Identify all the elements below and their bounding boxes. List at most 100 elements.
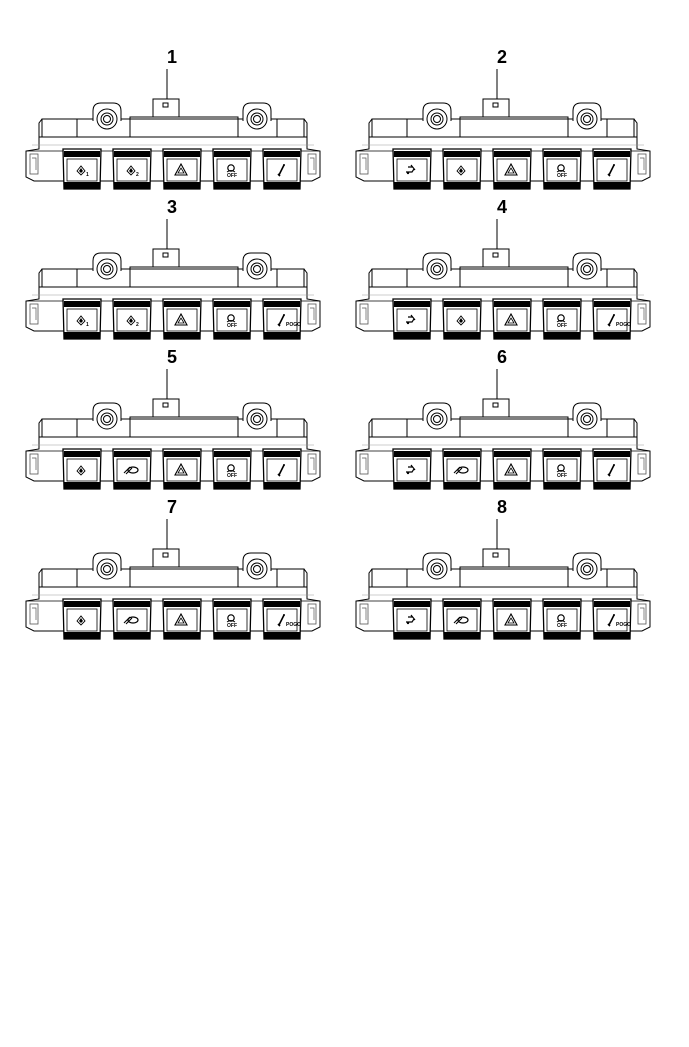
traction-control-off-icon <box>226 464 236 473</box>
pogo-icon <box>277 314 285 327</box>
washer-icon <box>406 614 416 625</box>
pogo-icon <box>277 464 285 477</box>
switch-button <box>162 598 202 640</box>
switch-panel-drawing <box>355 519 651 640</box>
side-latch <box>637 153 647 175</box>
switch-button <box>212 148 252 190</box>
connector-tab <box>152 98 180 118</box>
traction-control-off-icon <box>226 164 236 173</box>
button-label: 2 <box>136 322 139 328</box>
pogo-icon <box>607 314 615 327</box>
side-latch <box>359 453 369 475</box>
side-latch <box>637 453 647 475</box>
washer-icon <box>406 314 416 325</box>
connector-tab <box>482 98 510 118</box>
mounting-boss <box>242 402 272 430</box>
switch-button <box>62 598 102 640</box>
work-light-icon <box>126 315 136 326</box>
button-label: OFF <box>557 173 567 179</box>
connector-tab <box>152 548 180 568</box>
switch-button <box>592 598 632 640</box>
connector-tab <box>152 398 180 418</box>
button-label: OFF <box>557 473 567 479</box>
pogo-icon <box>277 614 285 627</box>
mounting-boss <box>92 102 122 130</box>
side-latch <box>29 153 39 175</box>
switch-button <box>592 448 632 490</box>
side-latch <box>359 603 369 625</box>
panel-number: 7 <box>166 497 177 517</box>
switch-panel-drawing <box>355 369 651 490</box>
switch-button <box>392 448 432 490</box>
switch-button <box>162 448 202 490</box>
switch-button <box>62 448 102 490</box>
connector-tab <box>482 548 510 568</box>
button-label: OFF <box>227 623 237 629</box>
switch-button <box>162 148 202 190</box>
switch-button <box>392 598 432 640</box>
traction-control-off-icon <box>556 614 566 623</box>
switch-button <box>62 148 102 190</box>
traction-control-off-icon <box>556 464 566 473</box>
work-light-icon <box>456 315 466 326</box>
switch-panel-drawing <box>25 69 321 190</box>
differential-lock-icon <box>453 616 469 625</box>
button-label: OFF <box>557 623 567 629</box>
panel-number: 8 <box>496 497 507 517</box>
differential-lock-icon <box>453 466 469 475</box>
mounting-boss <box>92 252 122 280</box>
switch-button <box>212 598 252 640</box>
button-label: OFF <box>227 323 237 329</box>
button-label: OFF <box>227 473 237 479</box>
switch-button <box>542 598 582 640</box>
switch-button <box>542 148 582 190</box>
switch-panel-drawing <box>355 219 651 340</box>
switch-button <box>392 148 432 190</box>
hazard-warning-icon <box>174 612 188 626</box>
side-latch <box>307 303 317 325</box>
hazard-warning-icon <box>504 462 518 476</box>
side-latch <box>637 603 647 625</box>
mounting-boss <box>422 402 452 430</box>
side-latch <box>29 603 39 625</box>
mounting-boss <box>572 102 602 130</box>
button-label: POGO <box>616 322 632 328</box>
washer-icon <box>406 164 416 175</box>
hazard-warning-icon <box>174 312 188 326</box>
switch-button <box>262 148 302 190</box>
switch-button <box>442 298 482 340</box>
hazard-warning-icon <box>174 462 188 476</box>
switch-button <box>542 448 582 490</box>
mounting-boss <box>422 102 452 130</box>
panel-number: 2 <box>496 47 507 67</box>
side-latch <box>29 303 39 325</box>
button-label: POGO <box>286 322 302 328</box>
switch-button <box>492 448 532 490</box>
switch-panel-drawing <box>25 219 321 340</box>
connector-tab <box>482 398 510 418</box>
mounting-boss <box>92 402 122 430</box>
switch-button <box>62 298 102 340</box>
mounting-boss <box>572 402 602 430</box>
connector-tab <box>482 248 510 268</box>
mounting-boss <box>422 252 452 280</box>
differential-lock-icon <box>123 466 139 475</box>
side-latch <box>637 303 647 325</box>
switch-button <box>442 448 482 490</box>
switch-button <box>492 598 532 640</box>
switch-button <box>212 448 252 490</box>
panel-number: 3 <box>166 197 177 217</box>
button-label: POGO <box>616 622 632 628</box>
mounting-boss <box>572 552 602 580</box>
switch-button <box>392 298 432 340</box>
panel-number: 1 <box>166 47 177 67</box>
switch-button <box>162 298 202 340</box>
switch-button <box>492 148 532 190</box>
traction-control-off-icon <box>226 314 236 323</box>
pogo-icon <box>607 164 615 177</box>
